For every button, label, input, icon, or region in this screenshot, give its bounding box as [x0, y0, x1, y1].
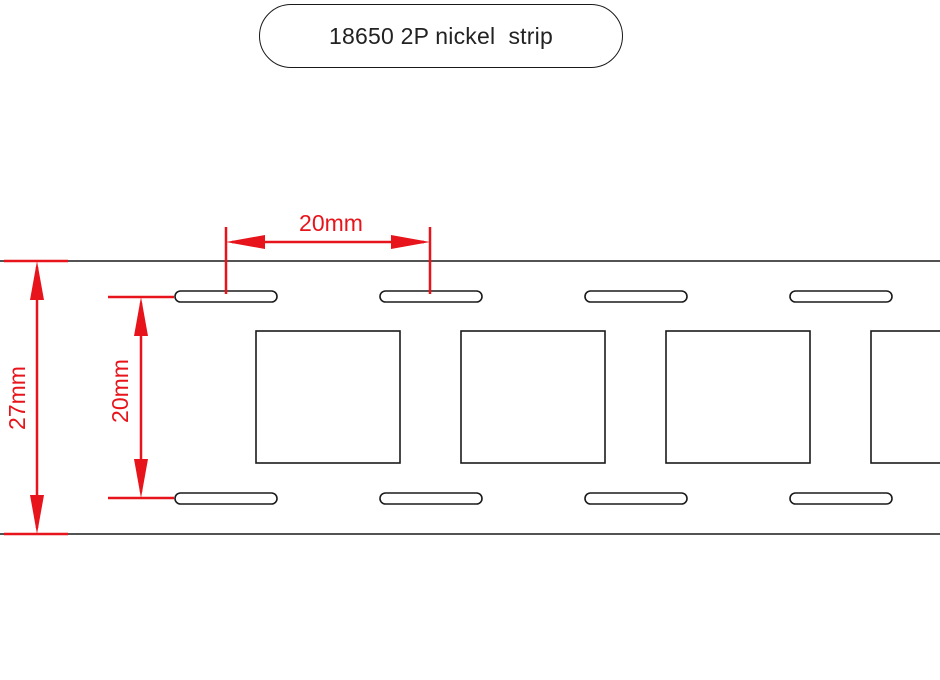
pitch-dimension: 20mm — [224, 210, 432, 294]
strip-width-label: 27mm — [4, 366, 30, 430]
cell-pad — [255, 330, 401, 464]
cell-pad — [870, 330, 940, 464]
pitch-arrow-right — [391, 235, 430, 249]
inner-height-label: 20mm — [107, 359, 133, 423]
strip-width-dimension: 27mm — [4, 259, 68, 536]
inner-arrow-top — [134, 297, 148, 336]
pitch-arrow-left — [226, 235, 265, 249]
strip-outline — [0, 260, 940, 535]
title-label: 18650 2P nickel strip — [259, 4, 623, 68]
bottom-slot — [174, 492, 278, 505]
top-slot — [584, 290, 688, 303]
bottom-slot — [379, 492, 483, 505]
bottom-slot — [789, 492, 893, 505]
bottom-slot — [584, 492, 688, 505]
bottom-slot-row — [174, 492, 893, 505]
width-arrow-top — [30, 261, 44, 300]
width-arrow-bottom — [30, 495, 44, 534]
cell-pad — [665, 330, 811, 464]
cell-pad — [460, 330, 606, 464]
top-slot-row — [174, 290, 893, 303]
inner-height-dimension: 20mm — [107, 295, 174, 500]
inner-arrow-bottom — [134, 459, 148, 498]
pitch-dimension-label: 20mm — [299, 210, 363, 236]
cell-pad-row — [255, 330, 940, 464]
top-slot — [789, 290, 893, 303]
